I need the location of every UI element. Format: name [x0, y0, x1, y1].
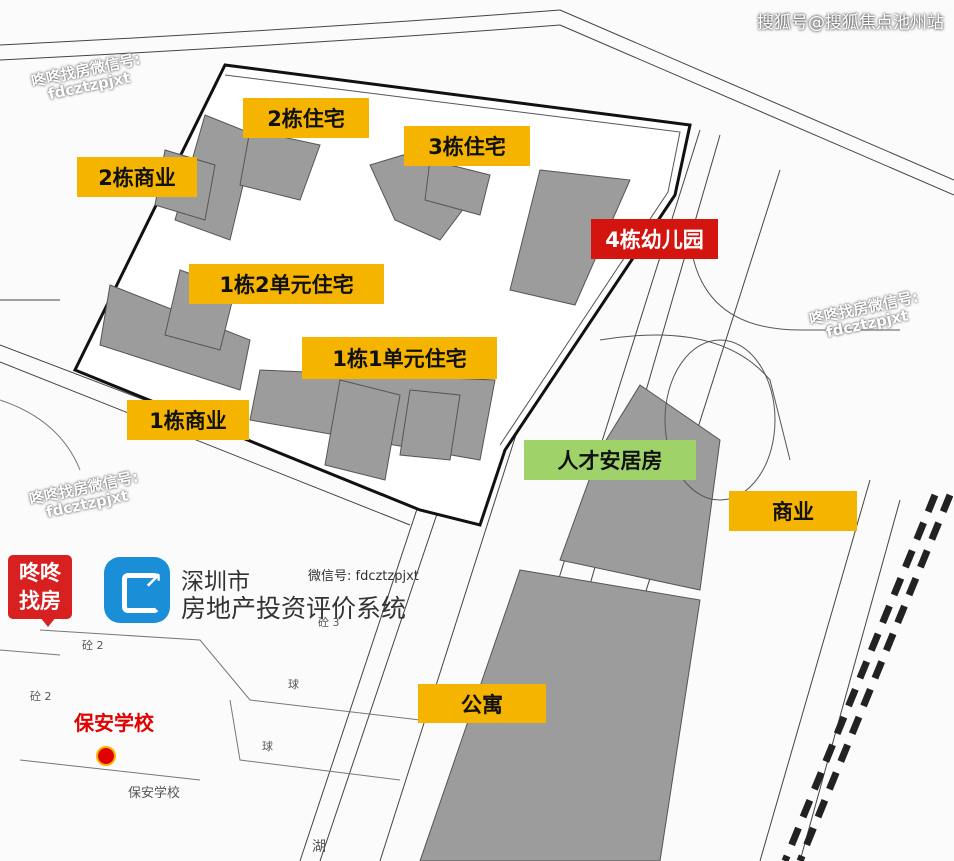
map-lake-text: 湖	[312, 839, 326, 855]
school-label: 保安学校	[74, 711, 154, 735]
map-ball-text-2: 球	[288, 678, 299, 691]
label-apartment: 公寓	[418, 684, 546, 723]
brand-badge-tail	[40, 617, 56, 627]
map-block-text: 砼 3	[318, 616, 340, 629]
system-name-line2: 房地产投资评价系统	[181, 594, 407, 623]
map-ball-text-1: 球	[262, 740, 273, 753]
label-talent-housing: 人才安居房	[524, 440, 696, 480]
label-commerce: 商业	[729, 491, 857, 531]
label-building-4-kindergarten: 4栋幼儿园	[591, 219, 718, 259]
system-name-line1: 深圳市	[181, 569, 250, 595]
label-building-3-residential: 3栋住宅	[404, 126, 530, 166]
label-building-2-commercial: 2栋商业	[77, 157, 197, 197]
system-logo-icon: ↗	[104, 557, 170, 623]
source-credit: 搜狐号@搜狐焦点池州站	[757, 13, 944, 33]
wechat-id: 微信号: fdcztzpjxt	[308, 569, 419, 584]
label-building-1-commercial: 1栋商业	[127, 400, 249, 440]
map-school-text: 保安学校	[128, 786, 181, 801]
map-block-text-2: 砼 2	[82, 639, 104, 652]
school-marker-icon	[96, 746, 116, 766]
map-block-text-3: 砼 2	[30, 690, 52, 703]
label-building-1-unit-1: 1栋1单元住宅	[302, 337, 497, 379]
label-building-1-unit-2: 1栋2单元住宅	[189, 264, 384, 304]
label-building-2-residential: 2栋住宅	[243, 98, 369, 138]
dongdong-brand-badge: 咚咚找房	[8, 555, 72, 619]
